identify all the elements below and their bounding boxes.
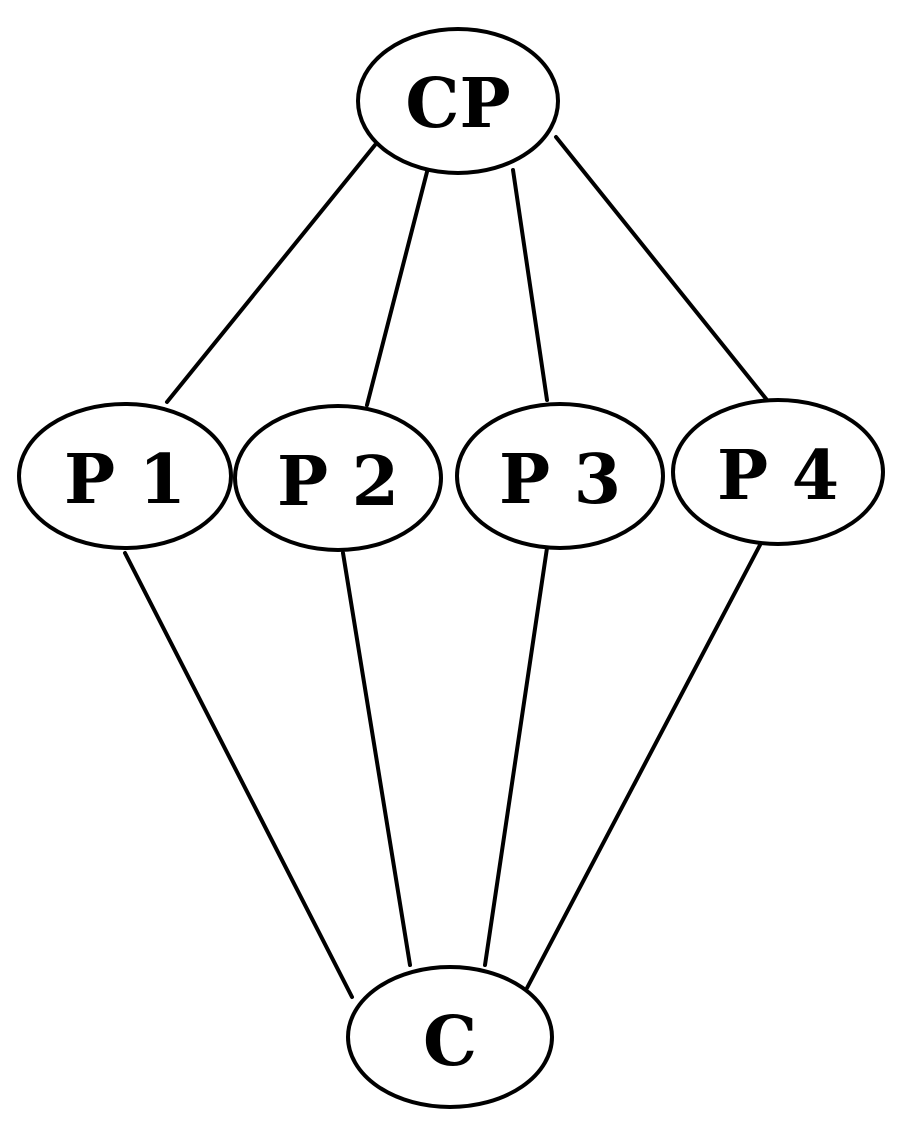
edge-p1-c xyxy=(123,551,354,999)
edges xyxy=(123,135,769,999)
edge-cp-p3 xyxy=(511,168,549,402)
edge-p3-c xyxy=(483,546,549,967)
node-p2-shape xyxy=(233,404,443,552)
node-p3: P 3 xyxy=(455,402,665,550)
node-c-label: C xyxy=(423,1002,477,1082)
edge-cp-p1 xyxy=(165,143,377,404)
edge-p4-c xyxy=(525,543,762,990)
node-p4-label: P 4 xyxy=(717,436,839,516)
node-p4: P 4 xyxy=(671,398,885,546)
edge-cp-p4 xyxy=(554,135,769,402)
node-c-shape xyxy=(346,965,554,1109)
node-cp-shape xyxy=(356,27,560,175)
edge-cp-p2 xyxy=(365,166,430,407)
node-p2: P 2 xyxy=(233,404,443,552)
node-cp: CP xyxy=(356,27,560,175)
node-p2-label: P 2 xyxy=(277,442,399,522)
node-p4-shape xyxy=(671,398,885,546)
node-p3-label: P 3 xyxy=(499,440,621,520)
node-p1: P 1 xyxy=(17,402,233,550)
node-p3-shape xyxy=(455,402,665,550)
node-p1-shape xyxy=(17,402,233,550)
node-cp-label: CP xyxy=(405,64,510,144)
node-c: C xyxy=(346,965,554,1109)
edge-p2-c xyxy=(341,551,412,967)
node-p1-label: P 1 xyxy=(64,440,186,520)
